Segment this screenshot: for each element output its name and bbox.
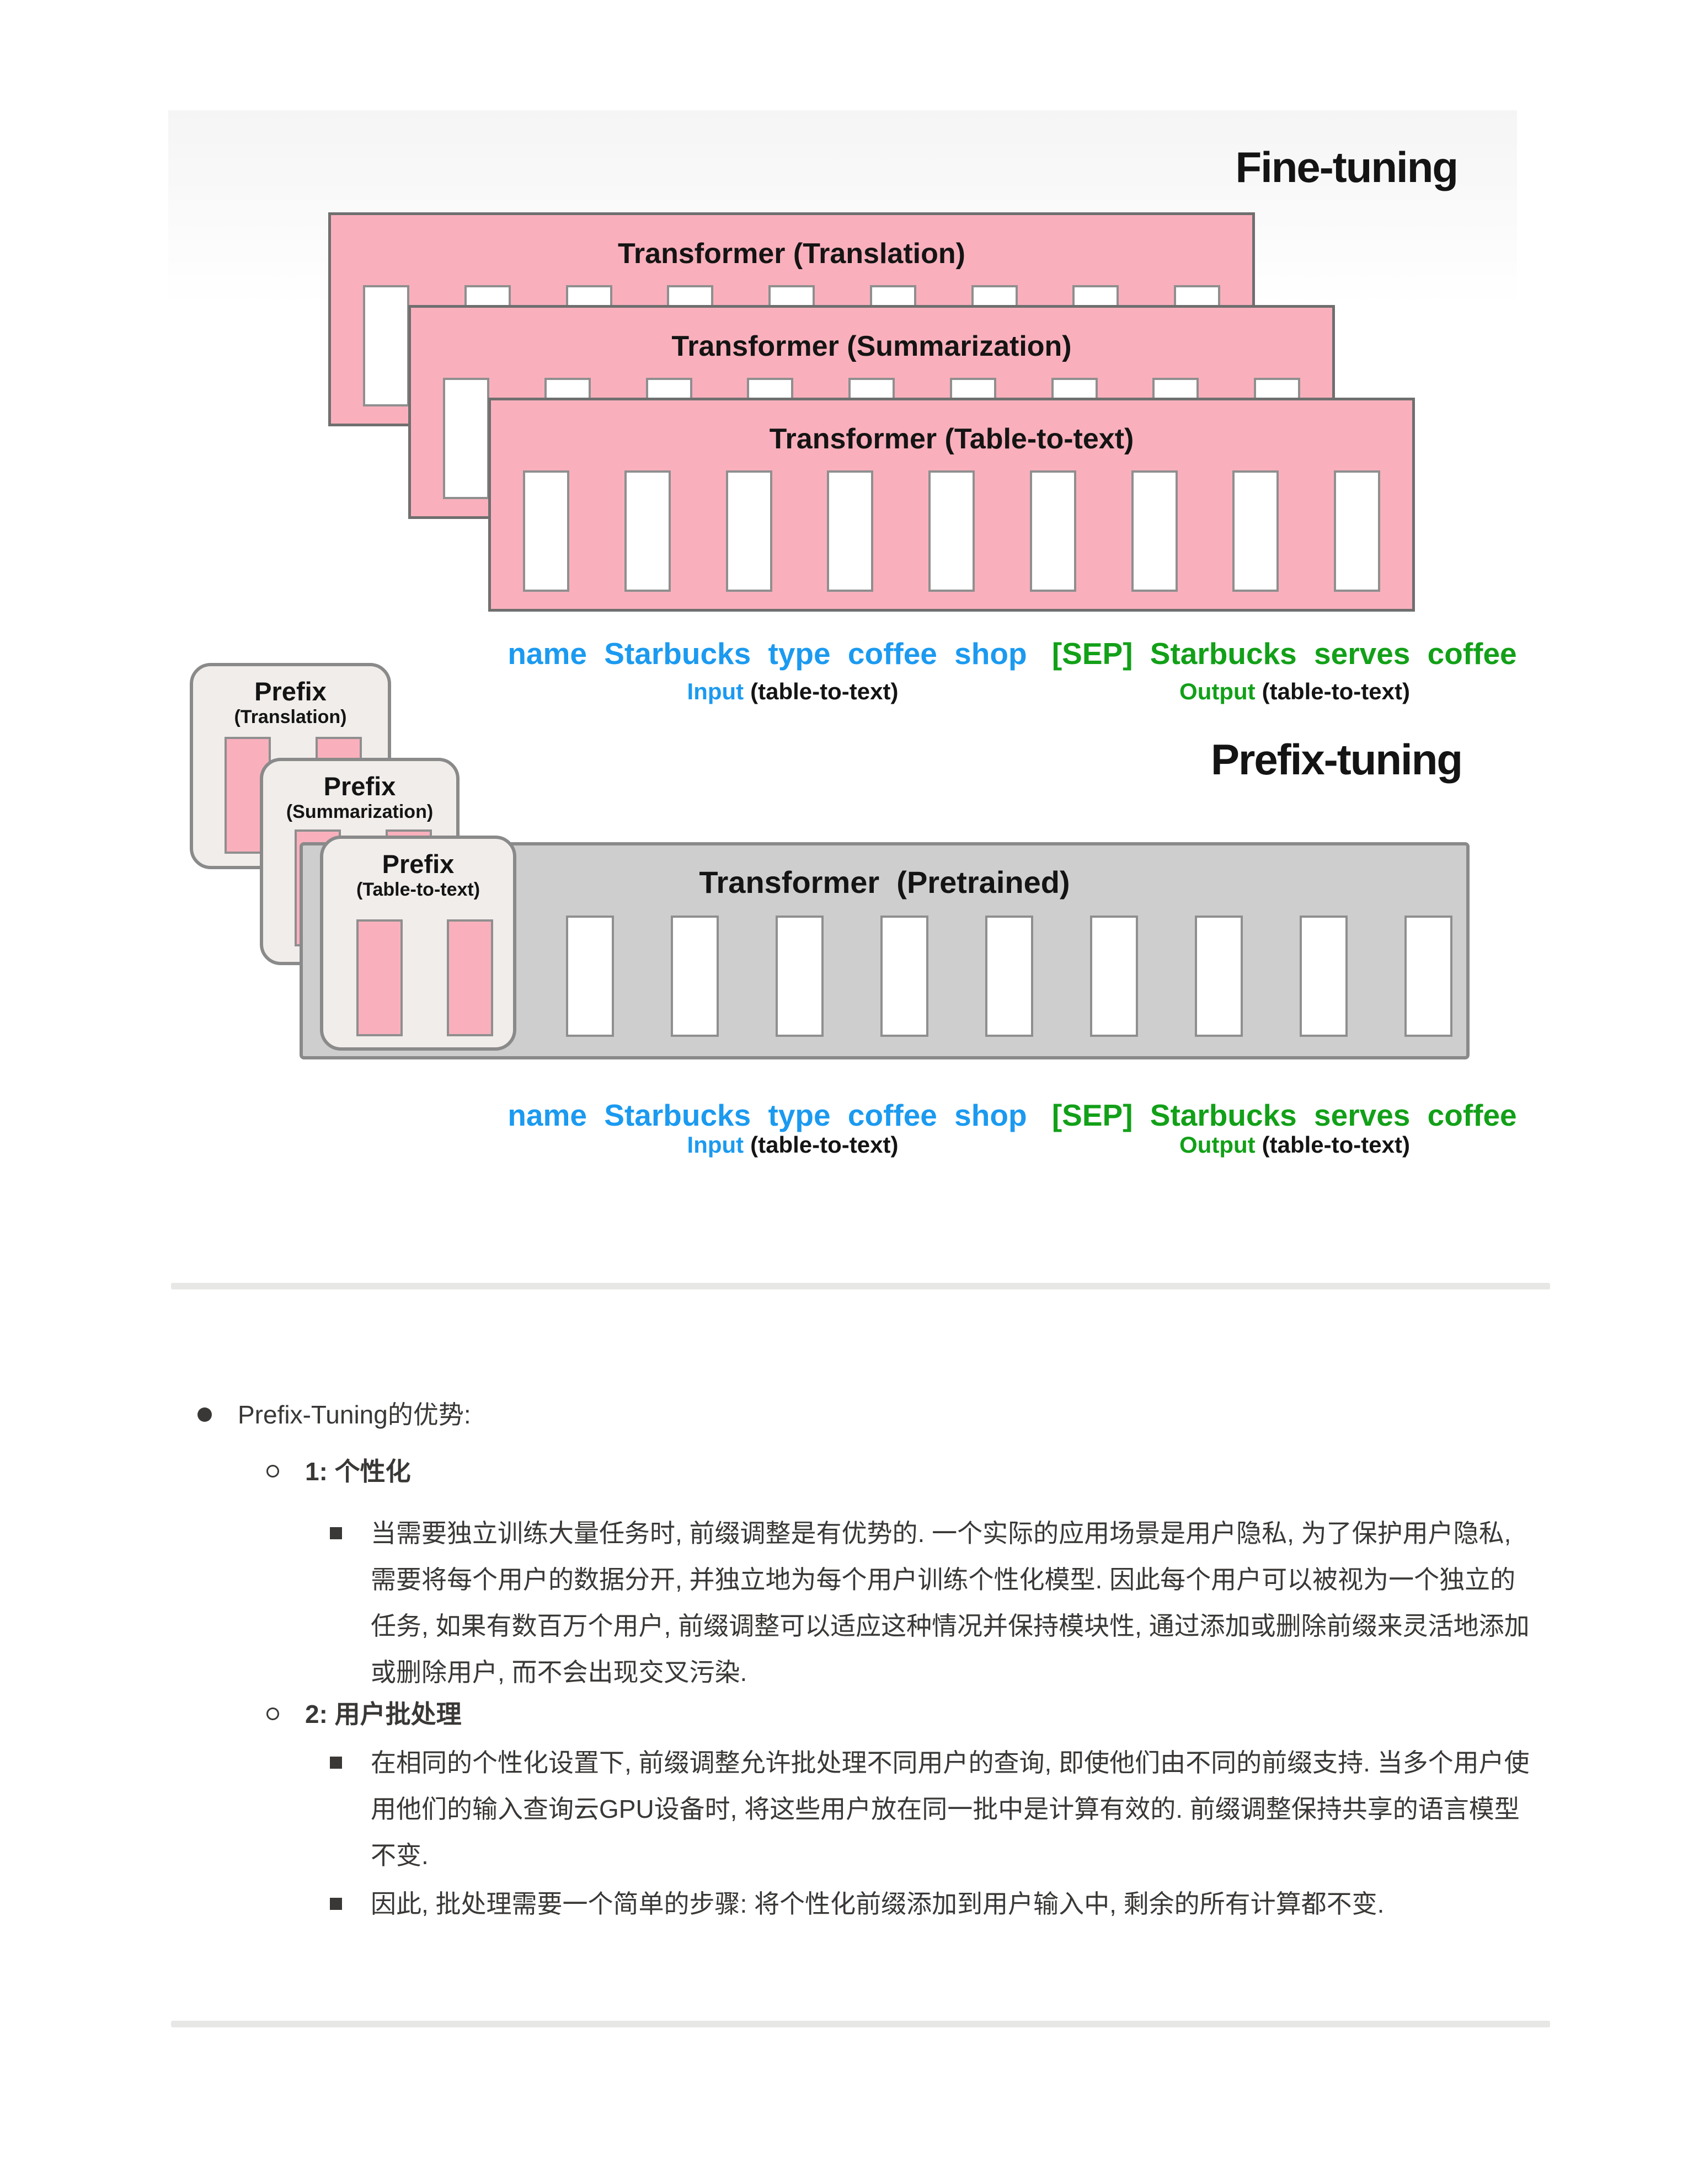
activation-slot-row xyxy=(566,916,1452,1037)
prefix-activation-bar xyxy=(447,919,493,1036)
activation-slot xyxy=(776,916,824,1037)
output-tokens: [SEP] Starbucks serves coffee xyxy=(1051,636,1517,671)
prefix-summarization-label: Prefix xyxy=(323,772,396,801)
advantage-2-text-1: 在相同的个性化设置下, 前缀调整允许批处理不同用户的查询, 即使他们由不同的前缀… xyxy=(371,1748,1530,1870)
advantage-2-text-2: 因此, 批处理需要一个简单的步骤: 将个性化前缀添加到用户输入中, 剩余的所有计… xyxy=(371,1889,1385,1918)
prefix-table-to-text-label: Prefix xyxy=(382,849,455,879)
advantage-1-heading: 1: 个性化 xyxy=(305,1457,411,1486)
circle-bullet-icon xyxy=(266,1465,279,1478)
activation-slot xyxy=(725,470,772,592)
square-bullet-icon xyxy=(330,1757,342,1769)
prefix-summarization-task: (Summarization) xyxy=(286,801,434,822)
advantage-1-heading-item: 1: 个性化 xyxy=(266,1448,411,1495)
activation-slot xyxy=(1131,470,1178,592)
output-caption-word: Output xyxy=(1179,678,1256,704)
activation-slot xyxy=(1404,916,1452,1037)
activation-slot xyxy=(928,470,975,592)
input-tokens: name Starbucks type coffee shop xyxy=(508,636,1027,671)
activation-slot xyxy=(1029,470,1076,592)
advantage-1-text: 当需要独立训练大量任务时, 前缀调整是有优势的. 一个实际的应用场景是用户隐私,… xyxy=(371,1519,1530,1687)
activation-slot xyxy=(671,916,719,1037)
output-caption-word: Output xyxy=(1179,1132,1256,1158)
activation-slot xyxy=(523,470,569,592)
activation-slot xyxy=(1334,470,1380,592)
advantage-2-heading-item: 2: 用户批处理 xyxy=(266,1691,462,1737)
output-caption-note: (table-to-text) xyxy=(1262,1132,1410,1158)
prefix-translation-label: Prefix xyxy=(254,677,327,706)
disc-bullet-icon xyxy=(197,1407,212,1422)
activation-slot xyxy=(363,285,409,406)
activation-slot xyxy=(1090,916,1138,1037)
prefix-table-to-text-box: Prefix (Table-to-text) xyxy=(320,836,516,1051)
activation-slot-row xyxy=(523,470,1380,592)
output-caption-note: (table-to-text) xyxy=(1262,678,1410,704)
activation-slot xyxy=(880,916,928,1037)
transformer-table-to-text-label: Transformer (Table-to-text) xyxy=(769,423,1134,455)
transformer-table-to-text-box: Transformer (Table-to-text) xyxy=(488,398,1415,612)
input-caption-word: Input xyxy=(687,1132,744,1158)
square-bullet-icon xyxy=(330,1527,342,1539)
activation-slot xyxy=(566,916,614,1037)
activation-slot xyxy=(985,916,1033,1037)
circle-bullet-icon xyxy=(266,1707,279,1720)
output-caption: Output(table-to-text) xyxy=(1179,1132,1410,1158)
prefix-tuning-figure-image[interactable]: Fine-tuning Transformer (Translation) Tr… xyxy=(168,110,1517,1263)
advantage-2-text-item: 在相同的个性化设置下, 前缀调整允许批处理不同用户的查询, 即使他们由不同的前缀… xyxy=(330,1739,1540,1878)
advantage-2-heading: 2: 用户批处理 xyxy=(305,1700,462,1728)
advantage-1-text-item: 当需要独立训练大量任务时, 前缀调整是有优势的. 一个实际的应用场景是用户隐私,… xyxy=(330,1510,1540,1695)
prefix-translation-task: (Translation) xyxy=(234,706,347,727)
activation-slot xyxy=(443,378,489,499)
input-caption-note: (table-to-text) xyxy=(750,1132,899,1158)
transformer-translation-label: Transformer (Translation) xyxy=(618,238,965,270)
output-caption: Output(table-to-text) xyxy=(1179,678,1410,705)
section-divider xyxy=(171,2021,1550,2027)
token-row-fine-tuning: name Starbucks type coffee shop [SEP] St… xyxy=(499,636,1525,671)
advantages-heading-item: Prefix-Tuning的优势: xyxy=(197,1391,471,1438)
advantages-heading: Prefix-Tuning的优势: xyxy=(238,1400,471,1429)
activation-slot xyxy=(1300,916,1348,1037)
input-caption-note: (table-to-text) xyxy=(750,678,899,704)
token-row-prefix-tuning: name Starbucks type coffee shop [SEP] St… xyxy=(499,1098,1525,1133)
section-divider xyxy=(171,1283,1550,1289)
activation-slot xyxy=(1232,470,1279,592)
activation-slot xyxy=(1195,916,1243,1037)
input-caption: Input(table-to-text) xyxy=(687,1132,899,1158)
input-tokens: name Starbucks type coffee shop xyxy=(508,1098,1027,1132)
square-bullet-icon xyxy=(330,1898,342,1910)
output-tokens: [SEP] Starbucks serves coffee xyxy=(1051,1098,1517,1132)
prefix-tuning-heading: Prefix-tuning xyxy=(1211,735,1463,784)
input-caption-word: Input xyxy=(687,678,744,704)
input-caption: Input(table-to-text) xyxy=(687,678,899,705)
activation-slot xyxy=(827,470,874,592)
prefix-table-to-text-task: (Table-to-text) xyxy=(356,879,480,900)
pretrained-transformer-label: Transformer (Pretrained) xyxy=(699,865,1070,900)
fine-tuning-heading: Fine-tuning xyxy=(1235,143,1459,191)
activation-slot xyxy=(624,470,671,592)
prefix-activation-bar xyxy=(356,919,403,1036)
transformer-summarization-label: Transformer (Summarization) xyxy=(671,330,1072,362)
advantage-2-text-item-2: 因此, 批处理需要一个简单的步骤: 将个性化前缀添加到用户输入中, 剩余的所有计… xyxy=(330,1881,1540,1927)
